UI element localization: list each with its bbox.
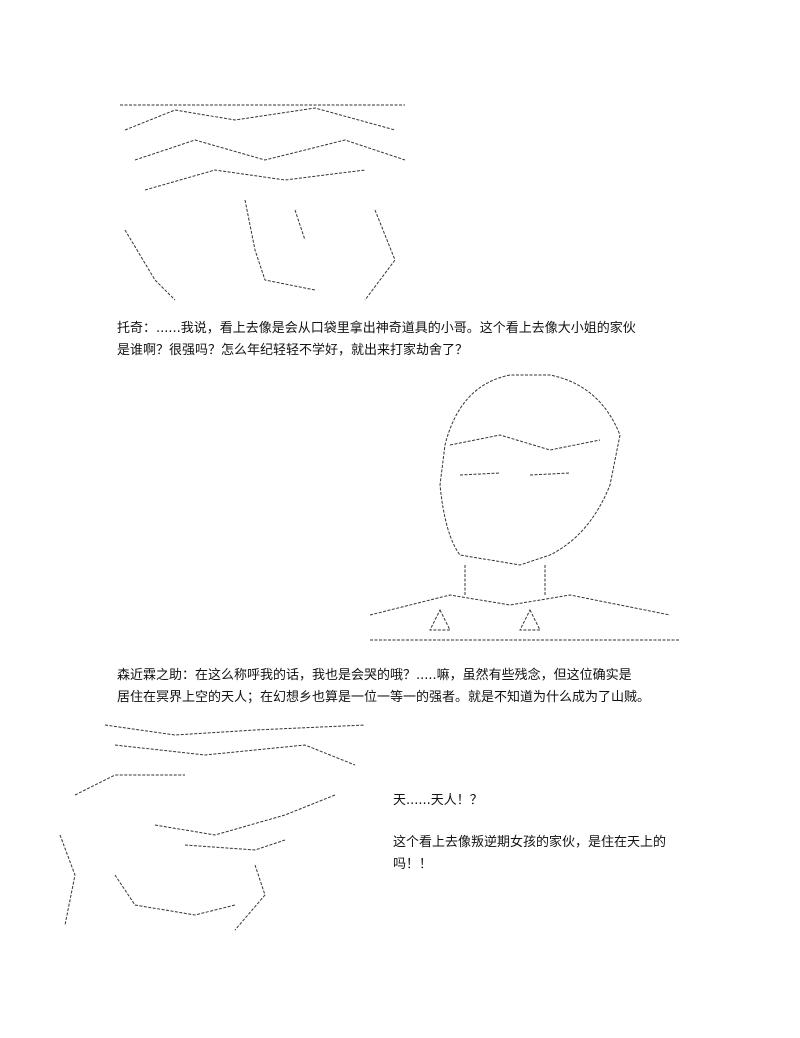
dialogue-paragraph-rinnosuke: 森近霖之助：在这么称呼我的话，我也是会哭的哦？.....嘛，虽然有些残念，但这位…	[117, 665, 650, 709]
dialogue-question: 这个看上去像叛逆期女孩的家伙，是住在天上的 吗！！	[393, 832, 666, 876]
ascii-art-figure-tenshi	[55, 715, 375, 940]
dialogue-line: 托奇：......我说，看上去像是会从口袋里拿出神奇道具的小哥。这个看上去像大小…	[117, 321, 636, 336]
dialogue-line: 居住在冥界上空的天人；在幻想乡也算是一位一等一的强者。就是不知道为什么成为了山贼…	[117, 690, 651, 705]
dialogue-line: 吗！！	[393, 857, 433, 872]
ascii-art-figure-top	[115, 100, 415, 310]
dialogue-line: 是谁啊？很强吗？怎么年纪轻轻不学好，就出来打家劫舍了？	[117, 343, 469, 358]
dialogue-line: 这个看上去像叛逆期女孩的家伙，是住在天上的	[393, 835, 667, 850]
dialogue-line: 森近霖之助：在这么称呼我的话，我也是会哭的哦？.....嘛，虽然有些残念，但这位…	[117, 668, 632, 683]
dialogue-exclamation: 天......天人！？	[393, 790, 483, 812]
dialogue-paragraph-toki: 托奇：......我说，看上去像是会从口袋里拿出神奇道具的小哥。这个看上去像大小…	[117, 318, 636, 362]
ascii-art-figure-rinnosuke	[350, 365, 690, 655]
dialogue-line: 天......天人！？	[393, 793, 483, 808]
